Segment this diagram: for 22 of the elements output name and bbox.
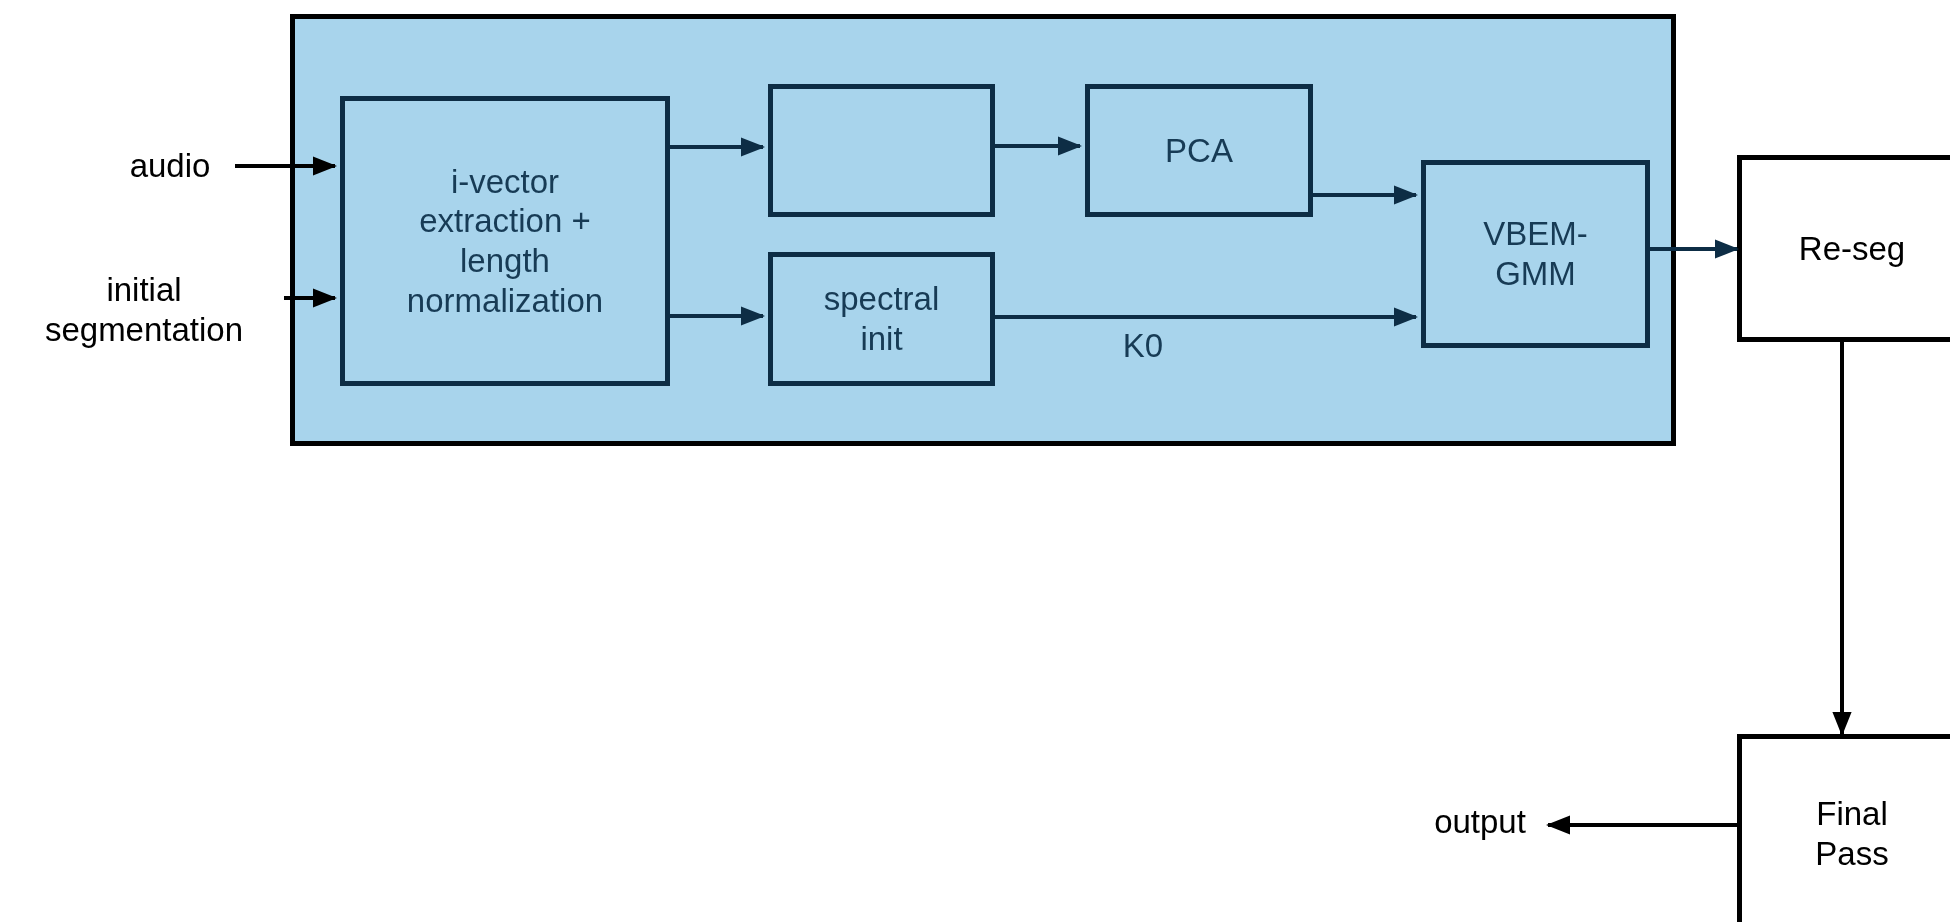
arrow xyxy=(284,288,337,308)
arrow xyxy=(235,156,337,176)
process-box xyxy=(1737,734,1950,922)
arrow xyxy=(1832,342,1852,736)
process-box xyxy=(1085,84,1313,217)
box-label: PCA xyxy=(1165,130,1233,171)
process-box xyxy=(340,96,670,386)
box-label: i-vector extraction + length normalization xyxy=(405,161,605,321)
input-label: initial segmentation xyxy=(43,270,245,350)
process-box xyxy=(1421,160,1650,348)
box-label: Final Pass xyxy=(1814,794,1890,874)
input-label: output xyxy=(1434,802,1526,842)
input-label: audio xyxy=(129,146,211,186)
box-label: spectral init xyxy=(822,279,941,359)
edge-label: K0 xyxy=(1122,329,1164,362)
process-box xyxy=(768,252,995,386)
process-box xyxy=(1737,155,1950,342)
arrow xyxy=(1546,815,1737,835)
empty-process-box xyxy=(768,84,995,217)
pipeline-panel xyxy=(290,14,1676,446)
box-label: Re-seg xyxy=(1798,228,1906,269)
box-label: VBEM- GMM xyxy=(1482,214,1589,294)
